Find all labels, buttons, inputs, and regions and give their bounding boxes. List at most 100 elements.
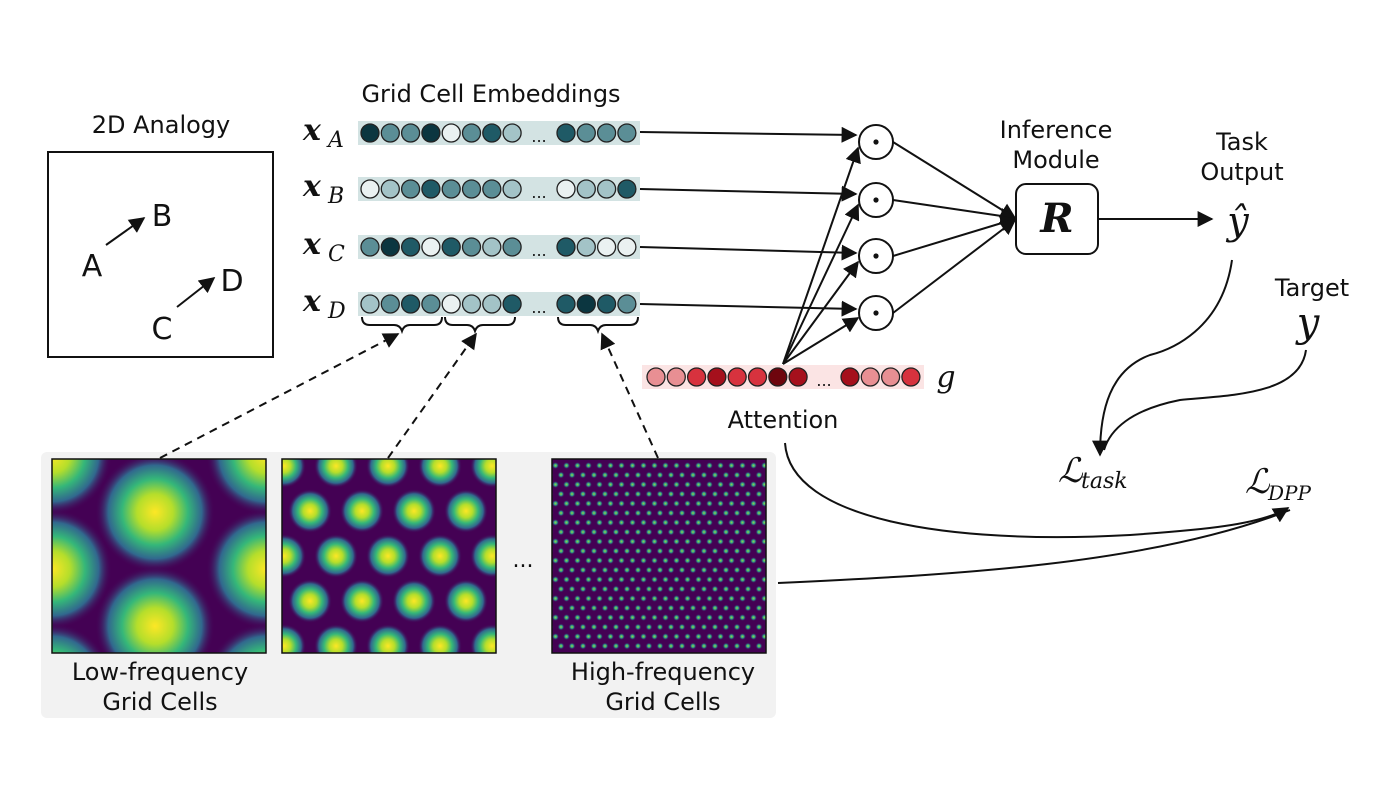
attention-cell	[860, 367, 880, 387]
arrow-attn-product-b	[782, 203, 860, 365]
grid-field-blob	[340, 489, 384, 533]
analogy-panel: 2D Analogy A B C D	[47, 111, 274, 358]
low-frequency-grid-map	[52, 459, 266, 653]
embedding-cell	[482, 123, 502, 143]
arrow-xb-product	[639, 185, 858, 202]
arrow-attn-product-d	[782, 317, 860, 365]
grid-field-blob	[288, 489, 332, 533]
grid-field-blob	[288, 399, 332, 443]
embedding-cell	[576, 237, 596, 257]
arrow-output-to-task-loss	[1092, 259, 1233, 457]
analogy-arrow-ab	[105, 217, 146, 246]
grid-field-blob	[418, 624, 462, 653]
embedding-cell	[502, 294, 522, 314]
embedding-subscript-b: B	[327, 184, 344, 209]
high-frequency-frame	[551, 458, 767, 654]
embedding-ellipsis: ...	[531, 241, 546, 260]
embedding-cell	[556, 123, 576, 143]
embedding-cell	[400, 237, 421, 257]
mid-frequency-frame	[281, 458, 497, 654]
embedding-cell	[421, 179, 441, 199]
product-to-inference-arrows	[892, 141, 1017, 314]
task-loss: ℒ task	[1058, 451, 1128, 494]
embedding-cell	[380, 294, 400, 314]
embedding-cell	[617, 123, 637, 143]
embedding-to-product-arrows	[639, 126, 858, 317]
grid-field-blob	[340, 579, 384, 623]
embedding-cell	[461, 123, 482, 143]
embedding-cell	[380, 123, 400, 143]
task-output-line1: Task	[1215, 128, 1268, 156]
point-d-label: D	[220, 264, 243, 299]
arrow-target-to-task-loss	[1103, 349, 1307, 451]
embedding-cell	[576, 179, 596, 199]
embedding-var-d: x	[302, 284, 322, 319]
mid-frequency-grid-map	[282, 399, 592, 653]
attention-vector: ...	[642, 365, 924, 390]
grid-field-blob	[366, 459, 410, 488]
grid-field-blob	[444, 399, 488, 443]
grid-field-blob	[470, 459, 496, 488]
grid-field-blob	[392, 489, 436, 533]
embedding-cell	[482, 179, 502, 199]
attention-cell	[727, 367, 747, 387]
embedding-cell	[502, 123, 522, 143]
arrow-attention-to-dpp-loss	[784, 442, 1290, 539]
arrow-xd-product	[639, 300, 858, 317]
embedding-subscript-a: A	[326, 128, 344, 153]
embedding-cell	[400, 179, 421, 199]
inference-title-line1: Inference	[1000, 116, 1113, 144]
low-frequency-frame	[51, 458, 267, 654]
product-node-a	[858, 124, 894, 160]
grid-field-blob	[444, 579, 488, 623]
attention-ellipsis: ...	[816, 371, 831, 390]
embedding-cell	[556, 294, 576, 314]
grid-field-blob	[548, 399, 592, 443]
task-loss-symbol: ℒ	[1058, 451, 1084, 491]
embedding-cell	[360, 294, 380, 314]
product-node-c	[858, 238, 894, 274]
grid-field-blob	[314, 624, 358, 653]
high-frequency-label-line1: High-frequency	[571, 658, 755, 686]
attention-cell	[788, 367, 808, 387]
low-frequency-label-line1: Low-frequency	[72, 658, 248, 686]
embedding-cell	[502, 179, 522, 199]
embedding-cell	[482, 237, 502, 257]
grid-field-blob	[470, 534, 496, 578]
grid-maps-ellipsis: ...	[513, 548, 534, 573]
point-a-label: A	[82, 249, 103, 284]
embedding-cell	[441, 294, 461, 314]
embedding-cell	[441, 123, 461, 143]
brace-low	[361, 316, 443, 335]
embedding-ellipsis: ...	[531, 183, 546, 202]
high-frequency-label-line2: Grid Cells	[605, 688, 720, 716]
embedding-cell	[617, 179, 637, 199]
embedding-braces	[361, 316, 639, 335]
embedding-subscript-c: C	[328, 242, 345, 267]
grid-field-blob	[392, 579, 436, 623]
arrow-attn-product-a	[782, 146, 861, 365]
inference-symbol: R	[1039, 195, 1073, 242]
attention-symbol: g	[936, 360, 955, 395]
embedding-cell	[461, 294, 482, 314]
embedding-var-b: x	[302, 169, 322, 204]
target-symbol: y	[1295, 300, 1321, 346]
attention-label: Attention	[728, 406, 839, 434]
grid-field-blob	[418, 459, 462, 488]
grid-field-blob	[418, 534, 462, 578]
product-node-d	[858, 295, 894, 331]
grid-field-blob	[282, 534, 306, 578]
dpp-loss: ℒ DPP	[1245, 462, 1311, 505]
embedding-cell	[502, 237, 522, 257]
grid-field-blob	[314, 459, 358, 488]
grid-field-blob	[340, 399, 384, 443]
embedding-cell	[360, 237, 380, 257]
embedding-subscript-d: D	[327, 299, 346, 324]
embedding-cell	[596, 123, 617, 143]
arrow-xc-product	[639, 244, 858, 261]
embedding-var-c: x	[302, 227, 322, 262]
